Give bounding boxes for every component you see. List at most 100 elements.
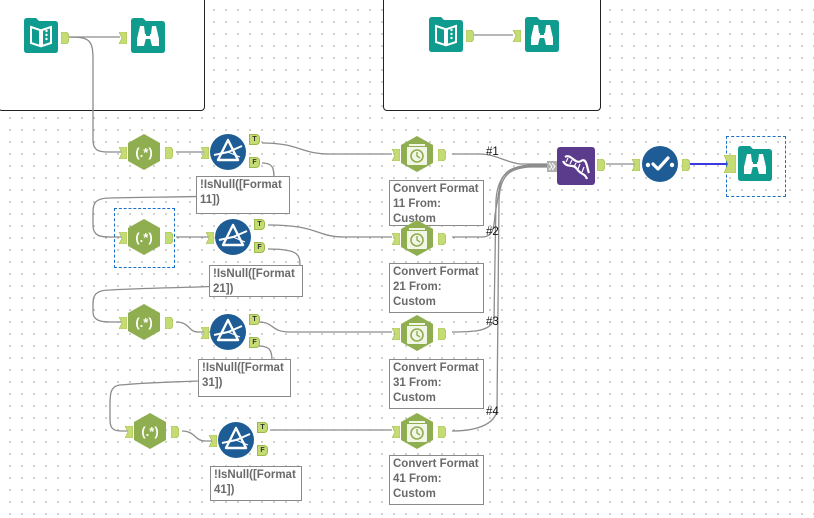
datetime-annotation: Convert Format 11 From: Custom (389, 180, 484, 226)
clock-calendar-icon (401, 220, 433, 256)
true-anchor[interactable]: T (249, 134, 260, 145)
clock-calendar-icon (401, 315, 433, 351)
union-input-label: #1 (486, 146, 499, 158)
output-anchor[interactable] (465, 29, 475, 47)
regex-icon: (.*) (128, 134, 160, 170)
wire-filter1-true (261, 142, 392, 155)
filter-tool-3[interactable] (209, 313, 247, 351)
datetime-annotation: Convert Format 31 From: Custom (389, 359, 484, 409)
input-anchor[interactable] (205, 231, 215, 249)
filter-tool-2[interactable] (214, 218, 252, 256)
browse-tool-3[interactable] (736, 145, 774, 183)
input-anchor[interactable] (208, 434, 218, 452)
anchor-letter: F (252, 339, 257, 346)
anchor-letter: T (252, 316, 257, 323)
anchor-letter: T (252, 136, 257, 143)
output-anchor[interactable] (164, 316, 174, 334)
input-anchor[interactable] (118, 231, 128, 249)
regex-tool-1[interactable]: (.*) (125, 133, 163, 171)
input-anchor[interactable] (124, 425, 134, 443)
union-input-anchor[interactable] (547, 159, 557, 177)
anchor-letter: T (257, 221, 262, 228)
output-anchor[interactable] (437, 232, 447, 250)
regex-label: (.*) (135, 145, 152, 160)
union-input-label: #3 (486, 316, 499, 328)
regex-label: (.*) (141, 424, 158, 439)
output-anchor[interactable] (170, 425, 180, 443)
filter-annotation: !IsNull([Format 31]) (198, 359, 291, 397)
input-anchor[interactable] (723, 154, 737, 178)
clock-calendar-icon (401, 136, 433, 172)
regex-icon: (.*) (128, 304, 160, 340)
prism-filter-icon (210, 134, 246, 170)
input-anchor[interactable] (200, 326, 210, 344)
output-anchor[interactable] (60, 31, 70, 49)
input-anchor[interactable] (391, 148, 401, 166)
prism-filter-icon (215, 219, 251, 255)
prism-filter-icon (218, 422, 254, 458)
output-anchor[interactable] (164, 146, 174, 164)
regex-tool-4[interactable]: (.*) (131, 412, 169, 450)
regex-label: (.*) (135, 315, 152, 330)
output-anchor[interactable] (437, 148, 447, 166)
regex-tool-3[interactable]: (.*) (125, 303, 163, 341)
browse-tool-1[interactable] (129, 17, 167, 55)
true-anchor[interactable]: T (249, 314, 260, 325)
binoculars-icon (738, 146, 772, 181)
input-anchor[interactable] (118, 316, 128, 334)
anchor-letter: F (260, 447, 265, 454)
wire-filter2-true (267, 224, 392, 238)
filter-tool-4[interactable] (217, 421, 255, 459)
filter-tool-1[interactable] (209, 133, 247, 171)
anchor-letter: T (260, 424, 265, 431)
input-anchor[interactable] (200, 146, 210, 164)
input-data-tool-1[interactable] (22, 17, 60, 55)
book-icon (24, 18, 58, 53)
input-anchor[interactable] (118, 31, 128, 49)
book-icon (429, 17, 463, 52)
input-anchor[interactable] (118, 146, 128, 164)
wire-regex4-filter4 (181, 430, 212, 442)
input-data-tool-2[interactable] (427, 16, 465, 54)
input-anchor[interactable] (391, 425, 401, 443)
datetime-tool-1[interactable] (398, 135, 436, 173)
binoculars-icon (131, 18, 165, 53)
input-anchor[interactable] (391, 232, 401, 250)
output-anchor[interactable] (437, 327, 447, 345)
wire-datetime1-union (452, 153, 552, 165)
selection-box-browse (726, 136, 786, 197)
false-anchor[interactable]: F (257, 445, 268, 456)
datetime-annotation: Convert Format 21 From: Custom (389, 263, 484, 313)
output-anchor[interactable] (437, 425, 447, 443)
filter-annotation: !IsNull([Format 21]) (209, 265, 303, 297)
output-anchor[interactable] (681, 158, 691, 176)
filter-annotation: !IsNull([Format 41]) (210, 466, 302, 501)
input-anchor[interactable] (631, 158, 641, 176)
regex-label: (.*) (135, 230, 152, 245)
datetime-tool-3[interactable] (398, 314, 436, 352)
datetime-annotation: Convert Format 41 From: Custom (389, 455, 484, 505)
true-anchor[interactable]: T (257, 422, 268, 433)
false-anchor[interactable]: F (249, 157, 260, 168)
input-anchor[interactable] (512, 29, 522, 47)
tool-container-2[interactable] (383, 0, 601, 111)
dna-icon (557, 147, 595, 185)
clock-calendar-icon (401, 413, 433, 449)
select-tool[interactable] (641, 145, 679, 183)
union-input-label: #2 (486, 226, 499, 238)
anchor-letter: F (257, 244, 262, 251)
datetime-tool-2[interactable] (398, 219, 436, 257)
anchor-letter: F (252, 159, 257, 166)
input-anchor[interactable] (391, 327, 401, 345)
selection-box-regex-2 (114, 208, 175, 268)
false-anchor[interactable]: F (249, 337, 260, 348)
regex-icon: (.*) (134, 413, 166, 449)
datetime-tool-4[interactable] (398, 412, 436, 450)
binoculars-icon (525, 17, 559, 52)
browse-tool-2[interactable] (523, 16, 561, 54)
regex-tool-2[interactable]: (.*) (125, 218, 163, 256)
output-anchor[interactable] (596, 158, 606, 176)
false-anchor[interactable]: F (254, 242, 265, 253)
union-tool[interactable] (557, 147, 595, 185)
true-anchor[interactable]: T (254, 219, 265, 230)
